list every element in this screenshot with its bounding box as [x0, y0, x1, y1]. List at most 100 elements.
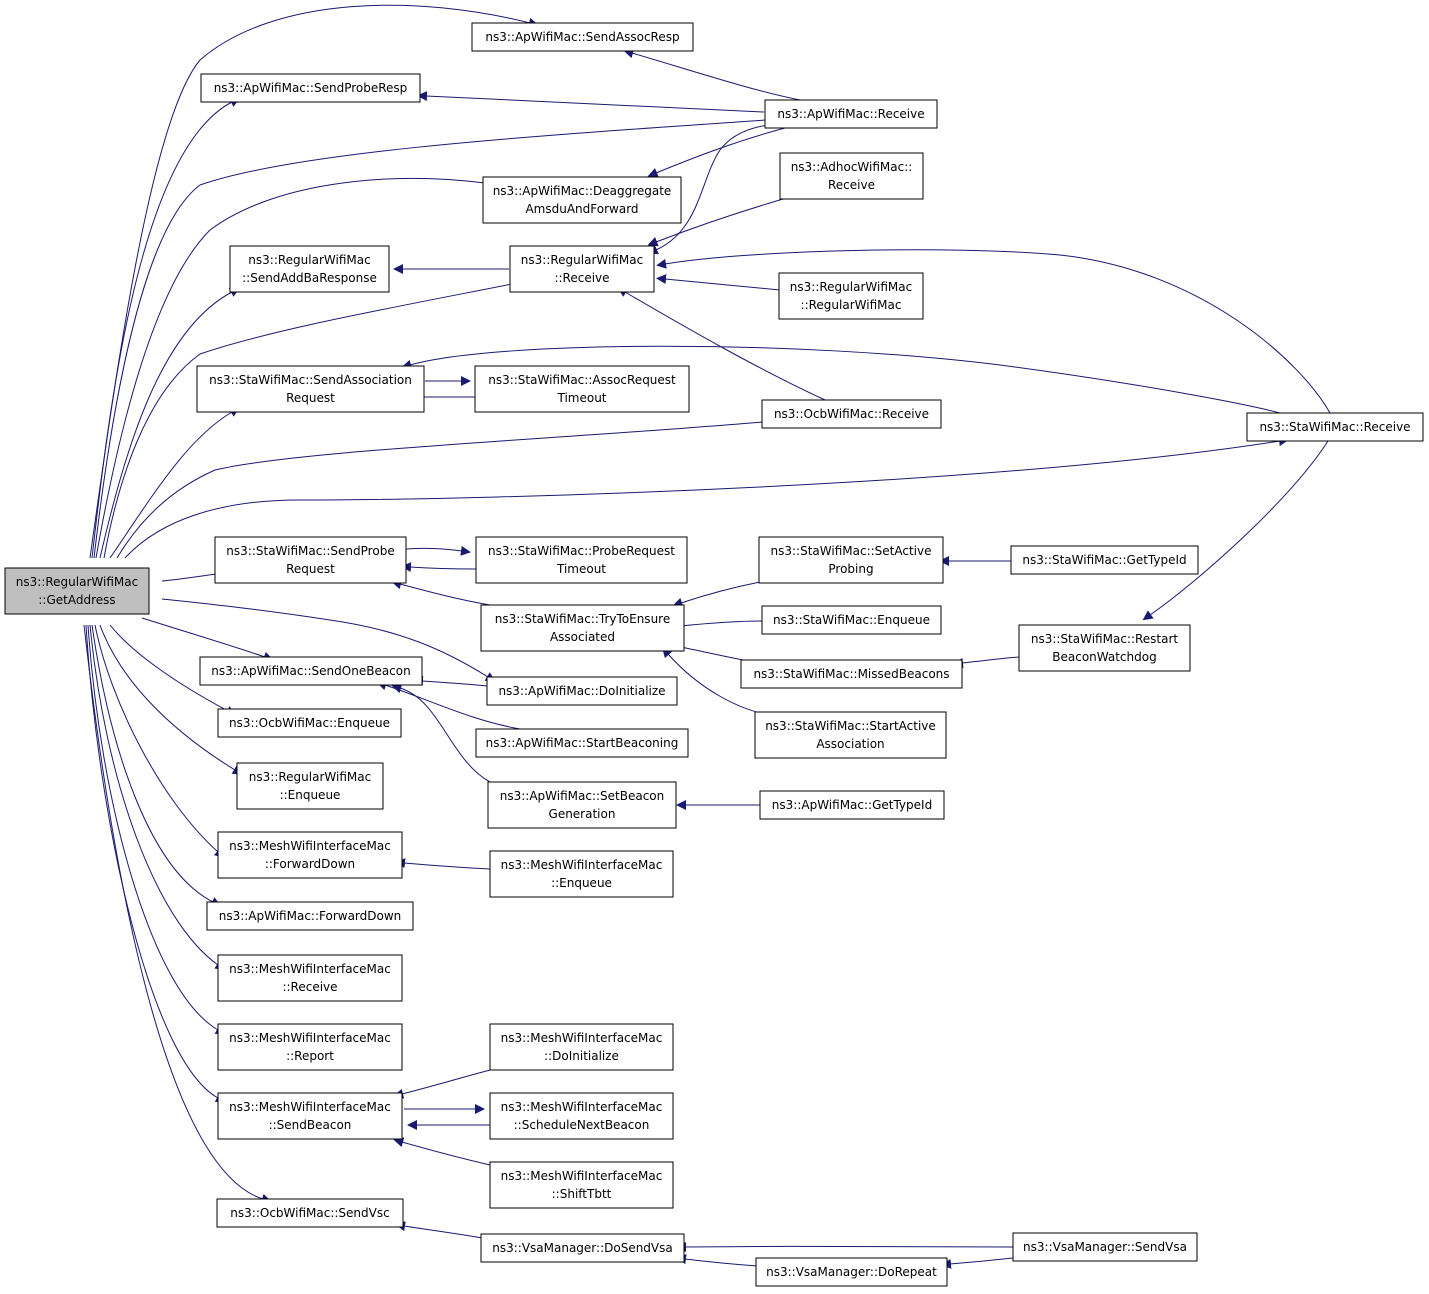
call-edge-15 [91, 624, 222, 907]
node-label: ns3::MeshWifiInterfaceMac [229, 962, 391, 976]
node-ap-forwarddown[interactable]: ns3::ApWifiMac::ForwardDown [206, 901, 414, 931]
node-box [214, 536, 407, 584]
node-ocb-enqueue[interactable]: ns3::OcbWifiMac::Enqueue [217, 708, 402, 738]
node-box [489, 1161, 674, 1209]
node-box [199, 656, 423, 686]
node-mesh-doinit[interactable]: ns3::MeshWifiInterfaceMac::DoInitialize [489, 1023, 674, 1071]
node-ap-doinit[interactable]: ns3::ApWifiMac::DoInitialize [486, 676, 678, 706]
call-edge-22 [647, 127, 786, 178]
node-box [196, 365, 425, 413]
node-mesh-receive[interactable]: ns3::MeshWifiInterfaceMac::Receive [217, 954, 403, 1002]
node-label: ns3::StaWifiMac::AssocRequest [488, 373, 676, 387]
edges [83, 4, 1331, 1269]
node-vsa-dosend[interactable]: ns3::VsaManager::DoSendVsa [480, 1233, 685, 1263]
node-mesh-schedule[interactable]: ns3::MeshWifiInterfaceMac::ScheduleNextB… [489, 1092, 674, 1140]
node-mesh-enqueue[interactable]: ns3::MeshWifiInterfaceMac::Enqueue [489, 850, 674, 898]
node-label: ns3::VsaManager::DoRepeat [766, 1265, 937, 1279]
node-label: ::ScheduleNextBeacon [514, 1118, 650, 1132]
node-reg-receive[interactable]: ns3::RegularWifiMac::Receive [509, 245, 655, 293]
node-sta-receive[interactable]: ns3::StaWifiMac::Receive [1246, 412, 1424, 442]
node-label: ns3::RegularWifiMac [16, 575, 138, 589]
node-ocb-sendvsc[interactable]: ns3::OcbWifiMac::SendVsc [216, 1198, 404, 1228]
node-mesh-forwarddown[interactable]: ns3::MeshWifiInterfaceMac::ForwardDown [217, 831, 403, 879]
node-mesh-sendbeacon[interactable]: ns3::MeshWifiInterfaceMac::SendBeacon [217, 1092, 403, 1140]
call-edge-12 [109, 624, 236, 716]
node-label: ns3::MeshWifiInterfaceMac [501, 1100, 663, 1114]
node-label: ::DoInitialize [544, 1049, 619, 1063]
node-ap-sendassocresp[interactable]: ns3::ApWifiMac::SendAssocResp [471, 22, 694, 52]
node-ap-deaggregate[interactable]: ns3::ApWifiMac::DeaggregateAmsduAndForwa… [482, 176, 682, 224]
call-edge-13 [99, 624, 243, 775]
node-vsa-send[interactable]: ns3::VsaManager::SendVsa [1012, 1232, 1198, 1262]
node-reg-enqueue[interactable]: ns3::RegularWifiMac::Enqueue [236, 762, 384, 810]
call-edge-23 [647, 196, 791, 247]
call-edge-42 [413, 676, 488, 687]
call-edge-52 [676, 1241, 1014, 1252]
node-box [740, 659, 963, 689]
call-edge-46 [395, 858, 491, 870]
node-label: ns3::VsaManager::DoSendVsa [492, 1241, 673, 1255]
node-label: ns3::ApWifiMac::GetTypeId [772, 798, 932, 812]
node-ap-sendproberesp[interactable]: ns3::ApWifiMac::SendProbeResp [200, 73, 421, 103]
node-ap-gettypeid[interactable]: ns3::ApWifiMac::GetTypeId [759, 790, 945, 820]
node-ap-receive[interactable]: ns3::ApWifiMac::Receive [764, 99, 938, 129]
node-box [480, 604, 685, 652]
node-label: ns3::ApWifiMac::SetBeacon [500, 789, 665, 803]
node-label: ::Enqueue [551, 876, 612, 890]
call-edge-50 [393, 1137, 491, 1166]
node-label: ns3::RegularWifiMac [521, 253, 643, 267]
node-box [475, 536, 688, 584]
node-label: ns3::StaWifiMac::ProbeRequest [488, 544, 675, 558]
node-ap-sendonebeacon[interactable]: ns3::ApWifiMac::SendOneBeacon [199, 656, 423, 686]
node-label: ns3::RegularWifiMac [790, 280, 912, 294]
node-adhoc-receive[interactable]: ns3::AdhocWifiMac::Receive [779, 152, 924, 200]
node-reg-sendaddba[interactable]: ns3::RegularWifiMac::SendAddBaResponse [229, 245, 390, 293]
node-vsa-dorepeat[interactable]: ns3::VsaManager::DoRepeat [755, 1257, 948, 1287]
call-edge-8 [124, 436, 1289, 559]
node-box [754, 711, 947, 759]
node-box [217, 1092, 403, 1140]
node-reg-ctor[interactable]: ns3::RegularWifiMac::RegularWifiMac [778, 272, 924, 320]
node-label: ns3::StaWifiMac::Enqueue [773, 613, 930, 627]
node-box [200, 73, 421, 103]
node-sta-missed[interactable]: ns3::StaWifiMac::MissedBeacons [740, 659, 963, 689]
node-box [206, 901, 414, 931]
call-edge-26 [656, 249, 1331, 414]
node-sta-gettypeid[interactable]: ns3::StaWifiMac::GetTypeId [1010, 545, 1199, 575]
node-box [217, 708, 402, 738]
node-mesh-shift[interactable]: ns3::MeshWifiInterfaceMac::ShiftTbtt [489, 1161, 674, 1209]
node-sta-enqueue[interactable]: ns3::StaWifiMac::Enqueue [761, 605, 942, 635]
node-box [4, 567, 150, 615]
node-label: ::Receive [282, 980, 337, 994]
node-box [1012, 1232, 1198, 1262]
call-edge-35 [672, 581, 761, 608]
call-edge-10 [161, 598, 496, 682]
call-edge-54 [941, 1257, 1014, 1269]
node-label: ns3::VsaManager::SendVsa [1023, 1240, 1187, 1254]
call-edge-20 [623, 48, 801, 101]
node-box [779, 152, 924, 200]
node-box [489, 1023, 674, 1071]
call-edge-18 [85, 624, 226, 1103]
node-label: ::ShiftTbtt [552, 1187, 612, 1201]
call-edge-4 [99, 287, 240, 559]
node-ocb-receive[interactable]: ns3::OcbWifiMac::Receive [761, 399, 942, 429]
node-label: ::Report [286, 1049, 334, 1063]
node-box [229, 245, 390, 293]
node-root[interactable]: ns3::RegularWifiMac::GetAddress [4, 567, 150, 615]
node-label: ns3::ApWifiMac::StartBeaconing [486, 736, 679, 750]
call-edge-21 [417, 91, 765, 113]
node-box [475, 728, 689, 758]
call-edge-37 [1142, 440, 1329, 621]
node-ap-startbeacon[interactable]: ns3::ApWifiMac::StartBeaconing [475, 728, 689, 758]
node-mesh-report[interactable]: ns3::MeshWifiInterfaceMac::Report [217, 1023, 403, 1071]
